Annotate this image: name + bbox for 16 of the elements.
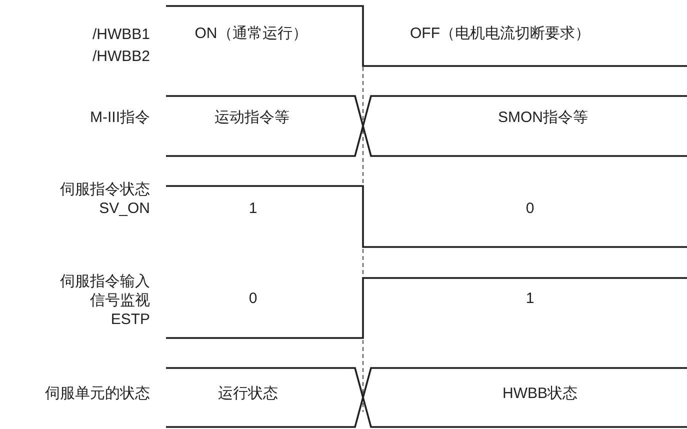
signal-name: 伺服指令状态SV_ON xyxy=(59,180,150,218)
signal-value: 1 xyxy=(526,289,534,308)
signal-name: M-III指令 xyxy=(89,108,150,127)
signal-name: /HWBB2 xyxy=(91,47,150,66)
signal-value: 运动指令等 xyxy=(214,108,290,127)
signal-value: OFF（电机电流切断要求） xyxy=(410,24,590,43)
signal-value: HWBB状态 xyxy=(502,384,578,403)
signal-value: 运行状态 xyxy=(218,384,278,403)
signal-value: 0 xyxy=(526,199,534,218)
signal-name: 伺服指令输入信号监视ESTP xyxy=(59,272,150,329)
signal-value: SMON指令等 xyxy=(498,108,588,127)
signal-value: ON（通常运行） xyxy=(194,24,308,43)
signal-value: 1 xyxy=(248,199,258,218)
signal-name: 伺服单元的状态 xyxy=(44,384,150,403)
signal-value: 0 xyxy=(248,289,258,308)
signal-name: /HWBB1 xyxy=(91,25,150,44)
